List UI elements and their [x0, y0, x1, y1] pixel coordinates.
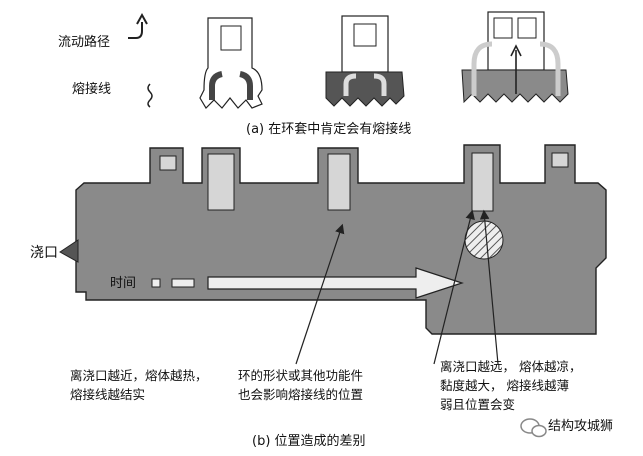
boss-ring-1: [199, 17, 263, 109]
watermark: 结构攻城狮: [548, 419, 614, 434]
gate-label: 浇口: [30, 245, 58, 261]
note-ring-shape: 环的形状或其他功能件 也会影响熔接线的位置: [238, 368, 364, 402]
flow-path-legend-arrow: [128, 12, 148, 39]
flow-path-label: 流动路径: [58, 35, 111, 50]
gate-nozzle: [59, 239, 79, 263]
note-far-gate: 离浇口越远， 熔体越凉， 黏度越大， 熔接线越薄 弱且位置会变: [440, 359, 582, 412]
time-label: 时间: [110, 276, 137, 291]
pointer-line: [295, 223, 345, 365]
caption-a: (a) 在环套中肯定会有熔接线: [246, 122, 412, 137]
time-arrow: [151, 267, 464, 299]
weld-line-label: 熔接线: [72, 82, 112, 97]
caption-b: (b) 位置造成的差别: [252, 434, 366, 449]
pointer-line: [479, 209, 499, 365]
molded-part-body: [75, 144, 607, 335]
boss-ring-2: [325, 15, 405, 107]
weld-line-legend-mark: [147, 83, 153, 108]
wechat-logo-icon: [520, 418, 547, 438]
pointer-line: [433, 209, 475, 365]
boss-ring-3: [461, 11, 569, 104]
note-near-gate: 离浇口越近，熔体越热， 熔接线越结实: [70, 368, 208, 402]
